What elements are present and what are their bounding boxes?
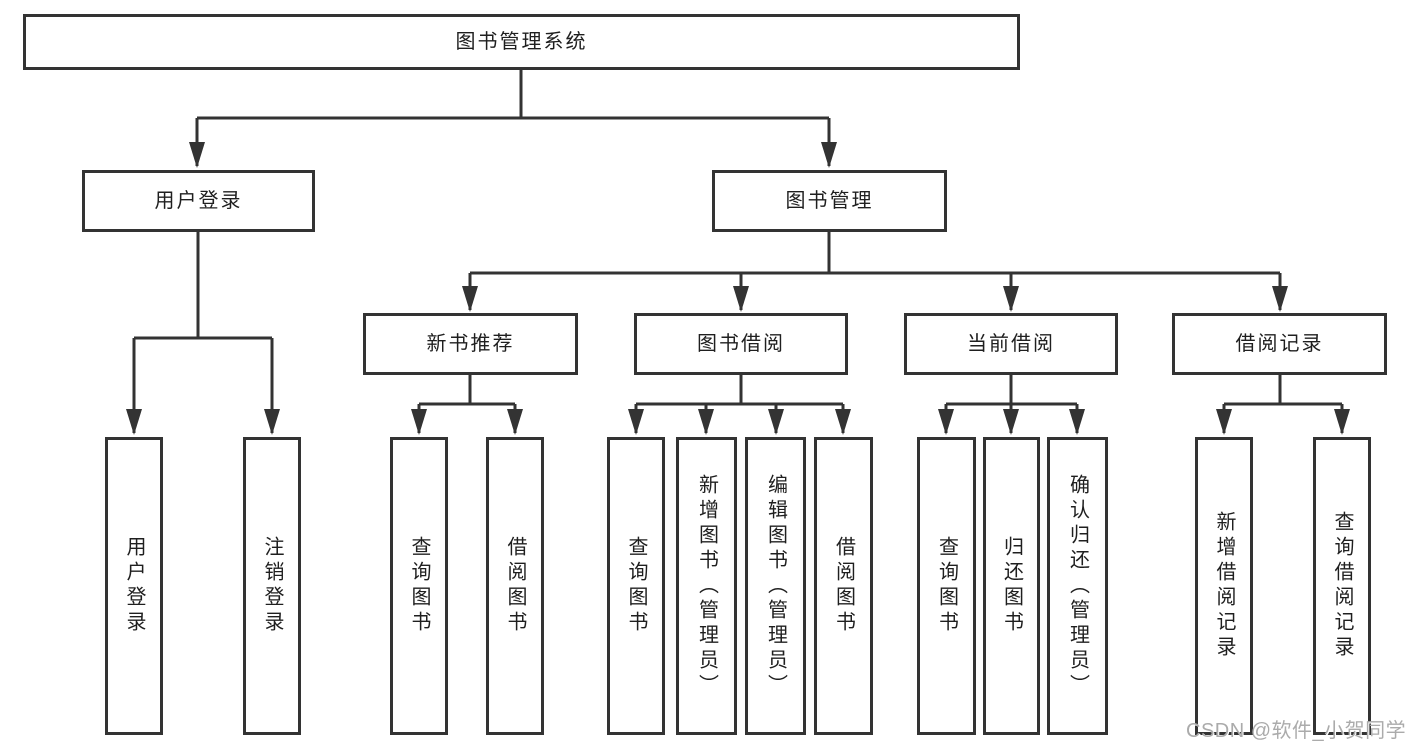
node-root: 图书管理系统: [23, 14, 1020, 70]
connector-root-to-level2: [189, 70, 837, 168]
node-leaf-logout: 注销登录: [243, 437, 301, 735]
connector-borrow-children: [628, 375, 851, 435]
node-book-management: 图书管理: [712, 170, 947, 232]
node-leaf-recommend-query-books: 查询图书: [390, 437, 448, 735]
connector-user-login-children: [126, 232, 280, 435]
node-leaf-current-query-books: 查询图书: [917, 437, 976, 735]
node-book-borrow: 图书借阅: [634, 313, 848, 375]
node-leaf-borrow-add-books-admin: 新增图书（管理员）: [676, 437, 737, 735]
node-leaf-borrow-query-books: 查询图书: [607, 437, 665, 735]
csdn-watermark: CSDN @软件_小贺同学: [1186, 720, 1405, 742]
node-user-login: 用户登录: [82, 170, 315, 232]
node-leaf-recommend-borrow-books: 借阅图书: [486, 437, 544, 735]
connector-recommend-children: [411, 375, 523, 435]
node-new-book-recommend: 新书推荐: [363, 313, 578, 375]
node-leaf-current-return-books: 归还图书: [983, 437, 1040, 735]
connector-current-children: [938, 375, 1085, 435]
node-leaf-user-login: 用户登录: [105, 437, 163, 735]
node-leaf-records-query-record: 查询借阅记录: [1313, 437, 1371, 735]
node-current-borrow: 当前借阅: [904, 313, 1118, 375]
connector-records-children: [1216, 375, 1350, 435]
node-borrow-records: 借阅记录: [1172, 313, 1387, 375]
node-leaf-records-add-record: 新增借阅记录: [1195, 437, 1253, 735]
node-leaf-borrow-borrow-books: 借阅图书: [814, 437, 873, 735]
node-leaf-borrow-edit-books-admin: 编辑图书（管理员）: [745, 437, 806, 735]
connector-book-management-children: [462, 232, 1288, 312]
node-leaf-current-confirm-return-admin: 确认归还（管理员）: [1047, 437, 1108, 735]
